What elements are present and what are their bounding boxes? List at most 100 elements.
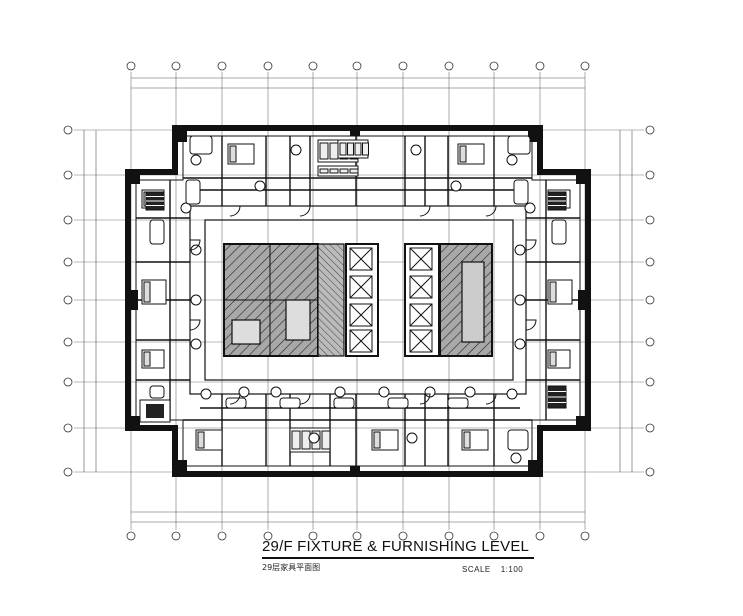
lift-cross: [349, 329, 373, 353]
grid-bubble: [645, 423, 655, 433]
pillow: [229, 145, 237, 163]
basin: [506, 388, 518, 400]
door-swing: [525, 239, 537, 251]
basin: [254, 180, 266, 192]
grid-bubble: [63, 337, 73, 347]
grid-bubble: [126, 61, 136, 71]
grid-bubble: [398, 61, 408, 71]
basin: [190, 294, 202, 306]
chair: [354, 142, 362, 156]
basin: [524, 202, 536, 214]
grid-bubble: [489, 61, 499, 71]
grid-bubble: [171, 531, 181, 541]
pillow: [197, 431, 205, 449]
grid-bubble: [63, 215, 73, 225]
basin: [190, 338, 202, 350]
grid-bubble: [444, 531, 454, 541]
grid-bubble: [645, 125, 655, 135]
chair: [339, 142, 347, 156]
grid-bubble: [645, 377, 655, 387]
scale-label: SCALE: [462, 565, 491, 574]
bathtub: [507, 429, 529, 451]
bathtub: [551, 219, 567, 245]
grid-bubble: [63, 377, 73, 387]
chair: [362, 142, 369, 156]
pillow: [143, 281, 151, 303]
chair: [349, 168, 359, 174]
grid-bubble: [63, 170, 73, 180]
grid-bubble: [352, 531, 362, 541]
grid-bubble: [63, 295, 73, 305]
basin: [506, 154, 518, 166]
chair: [347, 142, 354, 156]
lift-car: [409, 247, 433, 271]
scale-value: 1:100: [500, 565, 524, 574]
grid-lines: [63, 61, 655, 541]
grid-bubble: [263, 61, 273, 71]
basin: [308, 432, 320, 444]
grid-bubble: [645, 467, 655, 477]
grid-bubble: [645, 215, 655, 225]
scale-note: SCALE 1:100: [462, 565, 523, 574]
grid-bubble: [645, 170, 655, 180]
chair: [321, 430, 331, 450]
bathtub: [149, 219, 165, 245]
lift-car: [349, 275, 373, 299]
basin: [410, 144, 422, 156]
bathtub: [507, 135, 531, 155]
lift-cross: [349, 275, 373, 299]
grid-bubble: [263, 531, 273, 541]
grid-bubble: [217, 61, 227, 71]
lift-car: [349, 247, 373, 271]
basin: [270, 386, 282, 398]
room-partitions-top: [183, 136, 532, 206]
grid-bubble: [171, 61, 181, 71]
lift-cross: [409, 275, 433, 299]
room-partitions-sides: [136, 180, 580, 420]
grid-bubble: [444, 61, 454, 71]
door-swing: [419, 393, 431, 405]
basin: [406, 432, 418, 444]
drawing-title: 29/F FIXTURE & FURNISHING LEVEL: [262, 538, 530, 555]
bathtub: [513, 179, 529, 205]
basin: [190, 154, 202, 166]
grid-bubble: [645, 295, 655, 305]
chair: [291, 430, 301, 450]
lift-car: [409, 303, 433, 327]
door-swing: [229, 393, 241, 405]
grid-bubble: [580, 531, 590, 541]
grid-bubble: [580, 61, 590, 71]
door-swing: [485, 205, 497, 217]
title-block: 29/F FIXTURE & FURNISHING LEVEL 29层家具平面图…: [262, 538, 534, 574]
title-underline: [262, 557, 534, 559]
basin: [238, 386, 250, 398]
furniture: [141, 135, 573, 464]
grid-bubble: [535, 61, 545, 71]
pillow: [463, 431, 471, 449]
door-swing: [299, 205, 311, 217]
basin: [510, 452, 522, 464]
bathtub: [225, 397, 247, 409]
lift-car: [349, 303, 373, 327]
door-swing: [525, 319, 537, 331]
bathtub: [149, 385, 165, 399]
grid-bubble: [63, 125, 73, 135]
chair: [319, 142, 329, 160]
lift-car: [409, 275, 433, 299]
grid-bubble: [352, 61, 362, 71]
pillow: [459, 145, 467, 163]
grid-bubble: [645, 337, 655, 347]
drawing-subtitle: 29层家具平面图: [262, 563, 321, 572]
grid-bubble: [217, 531, 227, 541]
basin: [514, 338, 526, 350]
lift-cars: [349, 247, 433, 353]
structural-columns: [128, 128, 588, 474]
grid-bubble: [308, 531, 318, 541]
door-swing: [229, 205, 241, 217]
grid-bubble: [63, 467, 73, 477]
basin: [200, 388, 212, 400]
grid-bubble: [535, 531, 545, 541]
central-core: [223, 243, 493, 357]
pillow: [373, 431, 381, 449]
